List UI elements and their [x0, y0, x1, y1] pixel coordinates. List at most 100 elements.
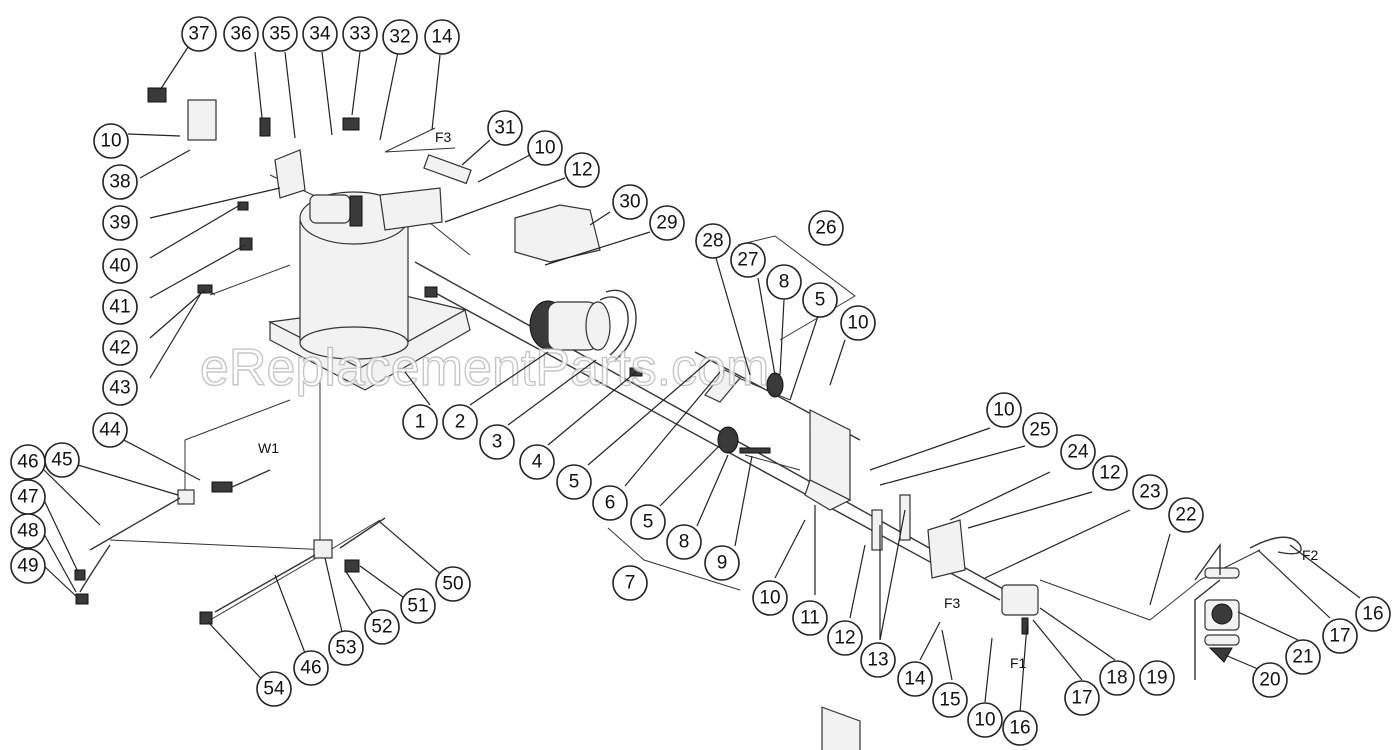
callout: 26 [808, 210, 844, 246]
svg-text:28: 28 [702, 231, 723, 252]
callout: 39 [102, 205, 138, 241]
callout: 43 [102, 370, 138, 406]
callout: 5 [556, 464, 592, 500]
svg-text:33: 33 [349, 24, 370, 45]
svg-text:5: 5 [815, 290, 826, 311]
svg-text:25: 25 [1029, 420, 1050, 441]
callout: 46 [10, 444, 46, 480]
callout: 12 [564, 152, 600, 188]
callout: 2 [442, 404, 478, 440]
callout: 46 [293, 650, 329, 686]
callout: 53 [328, 630, 364, 666]
svg-text:27: 27 [737, 250, 758, 271]
callout: 3 [479, 424, 515, 460]
svg-text:1: 1 [415, 412, 426, 433]
callout: 24 [1060, 434, 1096, 470]
svg-text:35: 35 [269, 24, 290, 45]
svg-text:6: 6 [605, 493, 616, 514]
svg-text:31: 31 [494, 118, 515, 139]
pump-and-filter [1001, 536, 1302, 680]
svg-text:49: 49 [17, 556, 38, 577]
svg-text:32: 32 [389, 27, 410, 48]
callout: 44 [92, 412, 128, 448]
svg-text:48: 48 [17, 521, 38, 542]
callout: 10 [752, 580, 788, 616]
callout: 45 [44, 442, 80, 478]
svg-text:42: 42 [109, 338, 130, 359]
callout: 41 [102, 289, 138, 325]
svg-text:13: 13 [867, 650, 888, 671]
callout: 16 [1002, 710, 1038, 746]
callout: 35 [262, 16, 298, 52]
svg-text:36: 36 [230, 24, 251, 45]
callout: 25 [1022, 412, 1058, 448]
callout: 49 [10, 548, 46, 584]
svg-text:12: 12 [571, 160, 592, 181]
callout: 29 [649, 205, 685, 241]
callout: 54 [256, 671, 292, 707]
callout: 10 [986, 392, 1022, 428]
callout: 10 [93, 123, 129, 159]
svg-text:53: 53 [335, 638, 356, 659]
svg-text:40: 40 [109, 256, 130, 277]
svg-text:22: 22 [1175, 505, 1196, 526]
svg-text:18: 18 [1106, 668, 1127, 689]
callouts: 37 36 35 34 33 32 14 31 10 12 30 29 10 3… [10, 16, 1391, 746]
svg-text:12: 12 [834, 628, 855, 649]
svg-text:44: 44 [99, 420, 121, 441]
connection-label: F3 [944, 595, 961, 611]
callout: 28 [695, 223, 731, 259]
callout: 9 [704, 545, 740, 581]
svg-text:51: 51 [407, 596, 428, 617]
connection-labels: F3 W1 F2 F3 F1 [258, 129, 1319, 671]
svg-text:5: 5 [643, 512, 654, 533]
svg-text:11: 11 [800, 608, 820, 629]
callout: 50 [435, 566, 471, 602]
callout: 12 [1092, 455, 1128, 491]
svg-text:10: 10 [759, 588, 780, 609]
svg-text:39: 39 [109, 213, 130, 234]
svg-text:29: 29 [656, 213, 677, 234]
svg-text:46: 46 [300, 658, 321, 679]
svg-text:54: 54 [263, 679, 285, 700]
callout: 13 [860, 642, 896, 678]
svg-text:14: 14 [431, 27, 453, 48]
svg-text:38: 38 [109, 172, 130, 193]
svg-text:10: 10 [534, 138, 555, 159]
svg-text:8: 8 [679, 532, 690, 553]
callout: 42 [102, 330, 138, 366]
callout: 12 [827, 620, 863, 656]
callout: 40 [102, 248, 138, 284]
callout: 17 [1322, 618, 1358, 654]
svg-text:30: 30 [619, 192, 640, 213]
watermark-text: eReplacementParts.com [200, 339, 769, 397]
callout: 37 [181, 16, 217, 52]
connection-label: W1 [258, 440, 279, 456]
leader-lines [43, 43, 1361, 713]
callout: 10 [527, 130, 563, 166]
callout: 51 [400, 588, 436, 624]
svg-text:41: 41 [109, 297, 130, 318]
svg-text:8: 8 [779, 272, 790, 293]
upper-left-parts [147, 87, 601, 294]
callout: 52 [364, 609, 400, 645]
svg-text:14: 14 [904, 669, 926, 690]
callout: 21 [1285, 639, 1321, 675]
svg-text:46: 46 [17, 452, 38, 473]
callout: 11 [792, 600, 828, 636]
svg-text:24: 24 [1067, 442, 1089, 463]
svg-text:50: 50 [442, 574, 463, 595]
tank-assembly [268, 149, 471, 391]
svg-text:52: 52 [371, 617, 392, 638]
svg-text:12: 12 [1099, 463, 1120, 484]
callout: 19 [1139, 660, 1175, 696]
svg-text:10: 10 [847, 313, 868, 334]
callout: 30 [612, 184, 648, 220]
svg-text:10: 10 [993, 400, 1014, 421]
svg-text:17: 17 [1329, 626, 1350, 647]
callout: 47 [10, 479, 46, 515]
callout: 14 [897, 661, 933, 697]
callout: 38 [102, 164, 138, 200]
frame-brackets [804, 409, 966, 750]
